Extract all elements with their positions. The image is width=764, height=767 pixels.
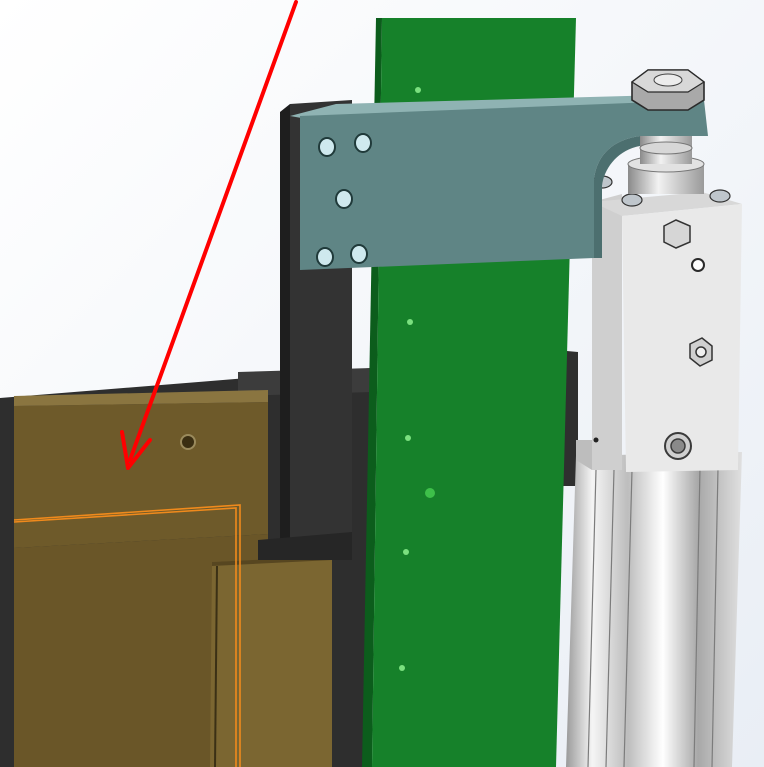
hex-nut [630, 69, 706, 111]
orange-sketch-outline [13, 504, 241, 767]
cylinder-head-block [576, 175, 742, 472]
red-arrow-icon [120, 0, 298, 470]
port-hole [691, 258, 705, 272]
hex-fitting [689, 337, 713, 367]
hex-bolt [663, 219, 691, 249]
brown-plate-upper [14, 390, 268, 548]
plate-hole [180, 434, 196, 450]
rail-holes [399, 87, 435, 671]
brown-plate-lower [14, 534, 332, 767]
teal-bracket [290, 94, 708, 270]
bracket-holes [316, 133, 372, 267]
cylinder-tube [566, 452, 742, 767]
